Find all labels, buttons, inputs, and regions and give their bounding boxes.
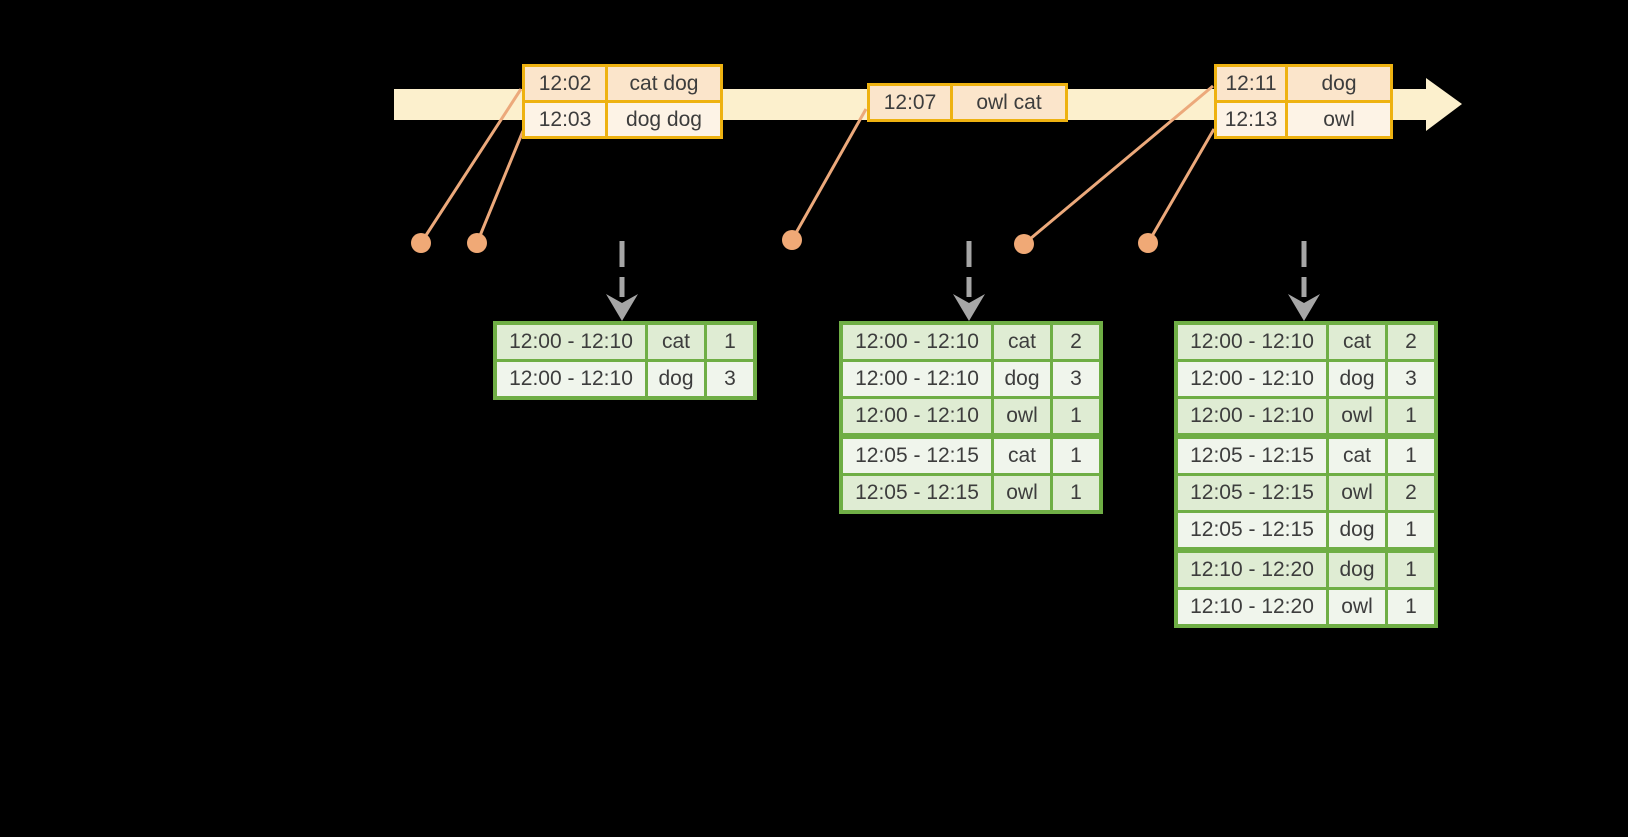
event-dot [1014,234,1034,254]
word-cell: cat [991,433,1053,476]
word-cell: dog [645,359,707,400]
event-connector-line [1023,84,1214,246]
word-cell: dog [991,359,1053,399]
count-cell: 1 [1385,396,1438,438]
window-cell: 12:05 - 12:15 [1174,473,1329,513]
event-connector-line [475,130,525,244]
time-cell: 12:11 [1214,64,1288,103]
word-cell: cat [1326,321,1388,362]
event-dot [467,233,487,253]
result-arrow-head-icon [606,294,638,321]
event-dots [411,230,1158,254]
count-cell: 1 [704,321,757,362]
time-cell: 12:13 [1214,100,1288,139]
count-cell: 1 [1050,396,1103,438]
window-cell: 12:00 - 12:10 [839,321,994,362]
result-arrows [606,241,1320,321]
window-cell: 12:05 - 12:15 [1174,510,1329,552]
result-arrow-head-icon [1288,294,1320,321]
window-cell: 12:00 - 12:10 [1174,321,1329,362]
event-connector-line [790,108,868,241]
word-cell: cat [645,321,707,362]
word-cell: dog [1326,510,1388,552]
count-cell: 1 [1385,547,1438,590]
time-cell: 12:03 [522,100,608,139]
window-cell: 12:05 - 12:15 [839,473,994,514]
word-cell: owl [991,396,1053,438]
count-cell: 2 [1385,473,1438,513]
count-cell: 2 [1385,321,1438,362]
window-cell: 12:00 - 12:10 [1174,396,1329,438]
window-cell: 12:00 - 12:10 [1174,359,1329,399]
window-cell: 12:00 - 12:10 [839,396,994,438]
word-cell: dog [1326,547,1388,590]
count-cell: 3 [1050,359,1103,399]
time-cell: 12:07 [867,83,953,122]
window-cell: 12:10 - 12:20 [1174,547,1329,590]
window-cell: 12:00 - 12:10 [839,359,994,399]
words-cell: cat dog [605,64,723,103]
event-dot [782,230,802,250]
word-cell: cat [1326,433,1388,476]
window-cell: 12:05 - 12:15 [839,433,994,476]
count-cell: 1 [1385,587,1438,628]
time-cell: 12:02 [522,64,608,103]
event-dot [411,233,431,253]
count-cell: 3 [1385,359,1438,399]
words-cell: owl cat [950,83,1068,122]
window-cell: 12:10 - 12:20 [1174,587,1329,628]
event-dot [1138,233,1158,253]
count-cell: 1 [1050,473,1103,514]
count-cell: 1 [1385,433,1438,476]
count-cell: 3 [704,359,757,400]
words-cell: dog [1285,64,1393,103]
words-cell: dog dog [605,100,723,139]
word-cell: owl [1326,396,1388,438]
timeline-arrowhead-icon [1426,78,1462,131]
event-connector-lines [419,84,1216,246]
word-cell: owl [991,473,1053,514]
word-cell: dog [1326,359,1388,399]
window-cell: 12:00 - 12:10 [493,321,648,362]
count-cell: 1 [1050,433,1103,476]
word-cell: owl [1326,473,1388,513]
word-cell: cat [991,321,1053,362]
count-cell: 1 [1385,510,1438,552]
window-cell: 12:00 - 12:10 [493,359,648,400]
words-cell: owl [1285,100,1393,139]
event-connector-line [419,88,523,244]
result-arrow-head-icon [953,294,985,321]
count-cell: 2 [1050,321,1103,362]
word-cell: owl [1326,587,1388,628]
event-connector-line [1146,128,1216,244]
window-cell: 12:05 - 12:15 [1174,433,1329,476]
